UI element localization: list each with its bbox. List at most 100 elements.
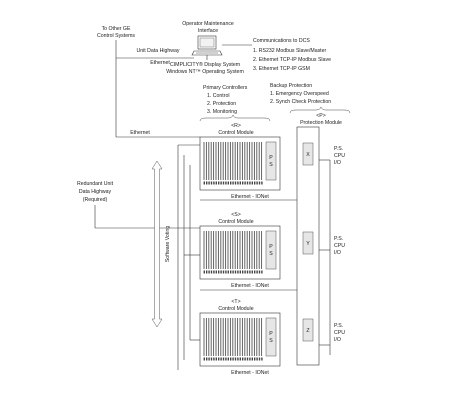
prot-y-ps: P.S. <box>334 236 343 242</box>
slot-connector <box>242 270 244 274</box>
control-module-t: <T> Control Module P S Ethernet - IONet <box>199 299 281 376</box>
prot-y-io: I/O <box>334 250 341 256</box>
slot-connector <box>206 270 208 274</box>
backup-item-2: 2. Synch Check Protection <box>270 99 331 105</box>
prot-z-io: I/O <box>334 337 341 343</box>
slot-connector <box>206 357 208 361</box>
module-s-tag: <S> <box>231 212 241 218</box>
module-s-bus-label: Ethernet - IONet <box>231 283 269 289</box>
slot-connector <box>206 181 208 185</box>
slot-connector <box>232 357 234 361</box>
slot-connector <box>258 270 261 274</box>
slot-connector <box>244 357 246 361</box>
slot-connector <box>234 181 237 185</box>
slot-connector <box>230 181 232 185</box>
operator-interface-label-2: Interface <box>198 28 218 34</box>
slot-connector <box>261 270 263 274</box>
protection-slot-z: Z <box>302 318 314 342</box>
redundant-label-2: Data Highway <box>79 189 112 195</box>
slot-connector <box>220 270 222 274</box>
slot-connector <box>208 357 210 361</box>
control-module-s: <S> Control Module P S Ethernet - IONet <box>199 212 281 289</box>
slot-connector <box>213 181 215 185</box>
cimplicity-label: CIMPLICITY® Display System <box>170 61 240 68</box>
slot-connector <box>254 357 256 361</box>
slot-connector <box>246 181 249 185</box>
slot-connector <box>203 270 205 274</box>
slot-connector <box>234 357 237 361</box>
prot-z-cpu: CPU <box>334 330 345 336</box>
slot-connector <box>227 357 229 361</box>
module-r-bus-label: Ethernet - IONet <box>231 194 269 200</box>
slot-connector <box>203 181 205 185</box>
operator-interface-label: Operator Maintenance <box>182 21 234 27</box>
to-other-ge-label: To Other GE <box>102 26 131 32</box>
module-t-ps-p: P <box>269 331 273 337</box>
slot-connector <box>225 181 227 185</box>
slot-connector <box>239 270 241 274</box>
protection-slot-y: Y <box>302 231 314 255</box>
slot-connector <box>210 357 213 361</box>
slot-connector <box>246 270 249 274</box>
to-other-ge-label-2: Control Systems <box>97 33 135 39</box>
prot-x-cpu: CPU <box>334 153 345 159</box>
slot-connector <box>225 357 227 361</box>
slot-connector <box>225 270 227 274</box>
dcs-title: Communications to DCS <box>253 38 310 44</box>
slot-connector <box>213 270 215 274</box>
slot-connector <box>215 270 217 274</box>
redundant-label-1: Redundant Unit <box>77 181 114 187</box>
slot-connector <box>239 181 241 185</box>
slot-connector <box>220 357 222 361</box>
protection-slot-x: X <box>302 142 314 166</box>
slot-connector <box>258 181 261 185</box>
slot-connector <box>218 357 220 361</box>
slot-connector <box>232 270 234 274</box>
module-t-tag: <T> <box>231 299 240 305</box>
windows-nt-label: Windows NT™ Operating System <box>166 69 244 75</box>
slot-connector <box>249 357 251 361</box>
slot-connector <box>258 357 261 361</box>
primary-item-1: 1. Control <box>207 93 230 99</box>
backup-item-1: 1. Emergency Overspeed <box>270 91 329 97</box>
slot-connector <box>254 270 256 274</box>
prot-y-cpu: CPU <box>334 243 345 249</box>
primary-item-3: 3. Monitoring <box>207 109 237 115</box>
protection-module-label: Protection Module <box>300 120 342 126</box>
ethernet-top-label: Ethernet <box>150 60 170 66</box>
slot-connector <box>244 270 246 274</box>
primary-item-2: 2. Protection <box>207 101 236 107</box>
unit-data-highway-label: Unit Data Highway <box>137 48 180 54</box>
slot-connector <box>246 357 249 361</box>
slot-connector <box>242 357 244 361</box>
module-s-name: Control Module <box>218 219 253 225</box>
slot-connector <box>227 181 229 185</box>
slot-connector <box>208 181 210 185</box>
slot-connector <box>237 181 239 185</box>
slot-connector <box>210 270 213 274</box>
dcs-item-1: 1. RS232 Modbus Slave/Master <box>253 48 327 54</box>
module-s-ps-s: S <box>269 251 273 257</box>
slot-connector <box>222 270 225 274</box>
slot-connector <box>251 181 253 185</box>
slot-connector <box>218 181 220 185</box>
prot-x-io: I/O <box>334 160 341 166</box>
slot-connector <box>232 181 234 185</box>
module-s-ps-p: P <box>269 244 273 250</box>
slot-connector <box>242 181 244 185</box>
slot-connector <box>249 181 251 185</box>
protection-module-tag: <P> <box>316 113 326 119</box>
prot-z-ps: P.S. <box>334 323 343 329</box>
slot-connector <box>208 270 210 274</box>
dcs-item-3: 3. Ethernet TCP-IP GSM <box>253 66 310 72</box>
slot-connector <box>261 181 263 185</box>
slot-connector <box>237 270 239 274</box>
slot-connector <box>237 357 239 361</box>
slot-connector <box>227 270 229 274</box>
computer-icon <box>191 35 223 56</box>
module-t-ps-s: S <box>269 338 273 344</box>
slot-connector <box>230 270 232 274</box>
slot-connector <box>256 181 258 185</box>
module-t-bus-label: Ethernet - IONet <box>231 370 269 376</box>
slot-connector <box>222 181 225 185</box>
